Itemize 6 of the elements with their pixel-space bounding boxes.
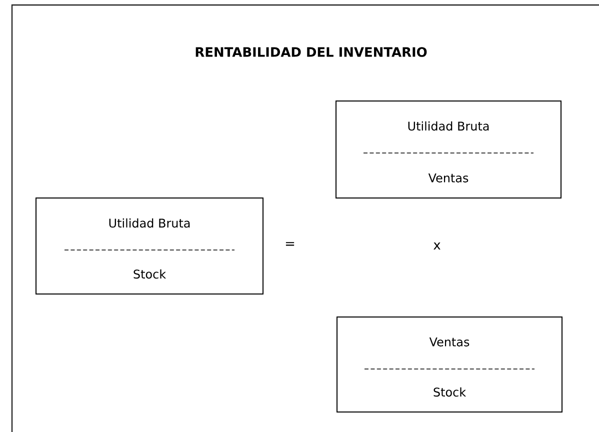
operator-sign: x — [434, 242, 440, 250]
fraction-box: Utilidad Bruta Stock — [36, 198, 264, 294]
fraction-box: Ventas Stock — [336, 316, 563, 412]
fraction-box: Utilidad Bruta Ventas — [336, 100, 562, 198]
title: RENTABILIDAD DEL INVENTARIO — [196, 47, 427, 57]
operator-sign: = — [286, 242, 294, 246]
